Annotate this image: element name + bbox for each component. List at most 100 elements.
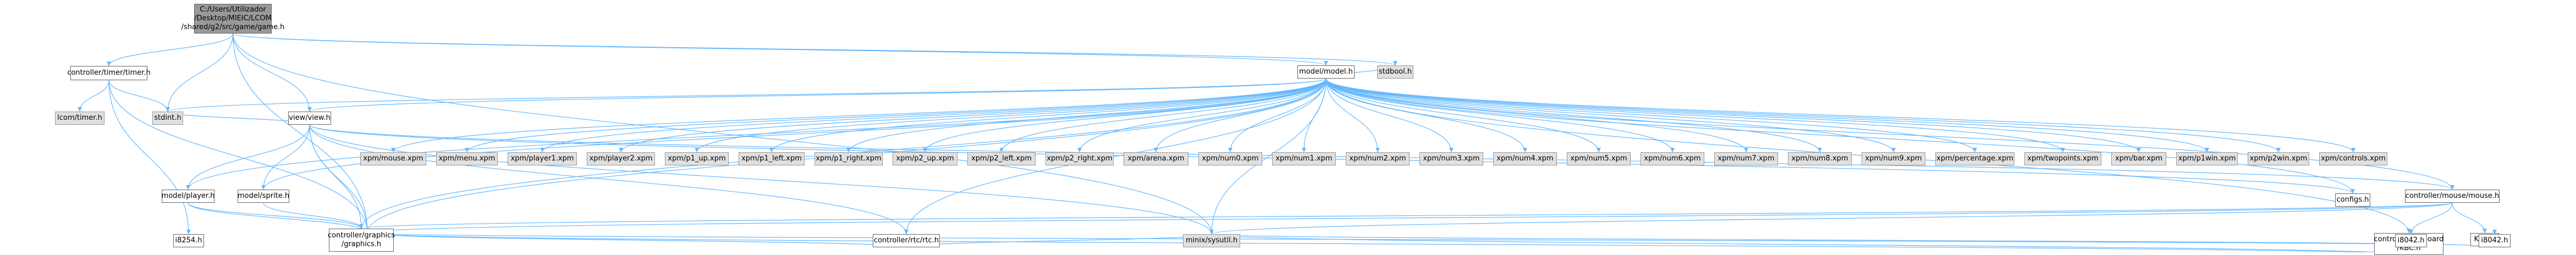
node-x5[interactable]: xpm/p1_left.xpm	[739, 152, 805, 165]
node-label: xpm/num3.xpm	[1423, 154, 1480, 163]
node-label: C:/Users/Utilizador	[200, 5, 266, 14]
node-x18[interactable]: xpm/num7.xpm	[1714, 152, 1778, 165]
node-configs[interactable]: configs.h	[2335, 193, 2370, 207]
node-label: controller/graphics	[328, 231, 395, 240]
edge-arrowhead	[2137, 148, 2141, 152]
node-label: xpm/p2win.xpm	[2249, 154, 2308, 163]
edge-model-to-x4	[696, 78, 1326, 153]
edge-arrowhead	[1324, 61, 1328, 65]
node-label: /graphics.h	[341, 240, 382, 248]
edge-arrowhead	[619, 148, 623, 152]
node-label: xpm/controls.xpm	[2321, 154, 2386, 163]
edge-model-to-mouse	[1325, 78, 2453, 190]
node-stdint[interactable]: stdint.h	[152, 112, 183, 125]
node-x25[interactable]: xpm/p2win.xpm	[2248, 152, 2309, 165]
node-i8042a[interactable]: i8042.h	[2395, 234, 2427, 247]
node-timer[interactable]: controller/timer/timer.h	[67, 66, 151, 80]
edge-model-to-configs	[1325, 78, 2353, 194]
node-x6[interactable]: xpm/p1_right.xpm	[814, 152, 883, 165]
node-label: xpm/p1win.xpm	[2178, 154, 2236, 163]
node-x0[interactable]: xpm/mouse.xpm	[360, 152, 426, 165]
node-label: lcom/timer.h	[57, 114, 102, 122]
node-x22[interactable]: xpm/twopoints.xpm	[2024, 152, 2101, 165]
node-x19[interactable]: xpm/num8.xpm	[1788, 152, 1852, 165]
node-x9[interactable]: xpm/p2_right.xpm	[1045, 152, 1114, 165]
node-x20[interactable]: xpm/num9.xpm	[1862, 152, 1925, 165]
edge-mouse-to-graphics	[361, 202, 2453, 229]
edge-model-to-x5	[771, 78, 1326, 153]
edge-viewview-to-sysutil	[309, 124, 1212, 235]
node-x14[interactable]: xpm/num3.xpm	[1419, 152, 1483, 165]
edge-arrowhead	[1209, 230, 1214, 234]
node-mouse[interactable]: controller/mouse/mouse.h	[2405, 190, 2500, 203]
node-rtc[interactable]: controller/rtc/rtc.h	[873, 234, 940, 247]
node-x13[interactable]: xpm/num2.xpm	[1346, 152, 1410, 165]
edge-arrowhead	[695, 148, 699, 152]
node-x10[interactable]: xpm/arena.xpm	[1124, 152, 1188, 165]
node-stdbool[interactable]: stdbool.h	[1377, 65, 1413, 79]
node-label: configs.h	[2336, 196, 2369, 204]
edge-arrowhead	[465, 148, 469, 152]
edge-sprite-to-graphics	[263, 202, 362, 229]
node-sprite[interactable]: model/sprite.h	[238, 190, 289, 203]
node-x4[interactable]: xpm/p1_up.xpm	[665, 152, 729, 165]
edge-timer-to-lcomtimer	[79, 80, 109, 112]
edge-arrowhead	[2409, 230, 2413, 234]
edge-arrowhead	[1973, 148, 1977, 152]
edge-model-to-player	[188, 78, 1326, 190]
edge-model-to-rtc	[906, 78, 1326, 235]
edge-arrowhead	[1154, 148, 1158, 152]
edge-arrowhead	[999, 148, 1004, 152]
node-x23[interactable]: xpm/bar.xpm	[2111, 152, 2166, 165]
edge-model-to-x18	[1325, 78, 1747, 153]
node-root[interactable]: C:/Users/Utilizador/Desktop/MIEIC/LCOM/s…	[181, 4, 284, 34]
node-sysutil[interactable]: minix/sysutil.h	[1183, 234, 1240, 247]
node-i8254[interactable]: i8254.h	[173, 234, 204, 247]
edge-model-to-x13	[1325, 78, 1378, 153]
edge-arrowhead	[1744, 148, 1748, 152]
node-i8042b[interactable]: i8042.h	[2479, 234, 2511, 247]
node-label: /Desktop/MIEIC/LCOM	[194, 14, 272, 23]
node-x21[interactable]: xpm/percentage.xpm	[1935, 152, 2014, 165]
node-x2[interactable]: xpm/player1.xpm	[508, 152, 577, 165]
edge-mouse-to-kbc	[2452, 202, 2485, 234]
edge-model-to-x17	[1325, 78, 1673, 153]
node-x17[interactable]: xpm/num6.xpm	[1641, 152, 1704, 165]
node-x1[interactable]: xpm/menu.xpm	[436, 152, 498, 165]
node-label: xpm/p2_up.xpm	[896, 154, 954, 163]
node-x3[interactable]: xpm/player2.xpm	[587, 152, 655, 165]
node-label: model/player.h	[161, 192, 215, 200]
node-x12[interactable]: xpm/num1.xpm	[1272, 152, 1336, 165]
node-x16[interactable]: xpm/num5.xpm	[1567, 152, 1631, 165]
node-model[interactable]: model/model.h	[1297, 65, 1355, 79]
edge-root-to-stdint	[167, 33, 234, 112]
node-lcomtimer[interactable]: lcom/timer.h	[55, 112, 104, 125]
node-label: xpm/p2_right.xpm	[1047, 154, 1113, 163]
node-x11[interactable]: xpm/num0.xpm	[1198, 152, 1262, 165]
edge-arrowhead	[1302, 148, 1306, 152]
edge-model-to-x1	[466, 78, 1326, 153]
node-label: xpm/player1.xpm	[510, 154, 574, 163]
edge-arrowhead	[2351, 148, 2355, 152]
node-viewview[interactable]: view/view.h	[288, 112, 331, 125]
edge-model-to-x16	[1325, 78, 1599, 153]
node-x15[interactable]: xpm/num4.xpm	[1493, 152, 1557, 165]
node-label: model/sprite.h	[237, 192, 290, 200]
node-player[interactable]: model/player.h	[162, 190, 214, 203]
node-x7[interactable]: xpm/p2_up.xpm	[893, 152, 957, 165]
edge-viewview-to-model	[309, 78, 1326, 112]
edge-model-to-x19	[1325, 78, 1820, 153]
node-label: xpm/p1_left.xpm	[741, 154, 802, 163]
edge-arrowhead	[1393, 61, 1397, 65]
node-graphics[interactable]: controller/graphics/graphics.h	[328, 229, 395, 252]
node-label: view/view.h	[289, 114, 331, 122]
node-x8[interactable]: xpm/p2_left.xpm	[967, 152, 1036, 165]
edge-timer-to-lcomlcf	[108, 80, 368, 234]
node-x26[interactable]: xpm/controls.xpm	[2319, 152, 2387, 165]
node-label: xpm/arena.xpm	[1127, 154, 1185, 163]
edge-arrowhead	[166, 107, 170, 112]
edge-arrowhead	[307, 107, 312, 112]
edge-mouse-to-sysutil	[1211, 202, 2453, 235]
node-x24[interactable]: xpm/p1win.xpm	[2176, 152, 2238, 165]
